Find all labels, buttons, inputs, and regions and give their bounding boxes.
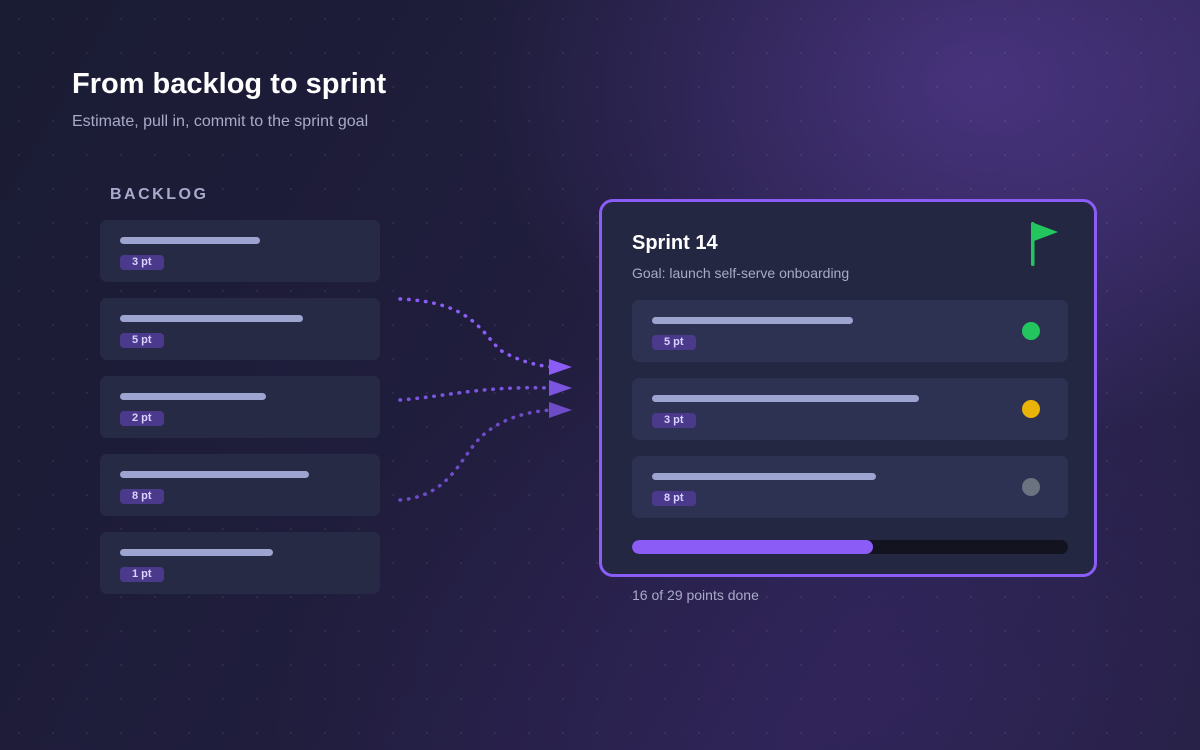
backlog-heading: BACKLOG xyxy=(110,186,209,203)
arrowhead-icon xyxy=(549,380,572,396)
backlog-card[interactable]: 3 pt xyxy=(100,220,380,282)
arrowhead-icon xyxy=(549,402,572,418)
sprint-progress-bar xyxy=(632,540,1068,554)
page-title: From backlog to sprint xyxy=(72,68,387,100)
flow-arrow-path xyxy=(398,297,554,369)
backlog-card[interactable]: 2 pt xyxy=(100,376,380,438)
sprint-title: Sprint 14 xyxy=(632,232,718,254)
sprint-card-title-bar xyxy=(652,317,853,324)
sprint-card-title-bar xyxy=(652,395,920,402)
sprint-card[interactable]: 8 pt xyxy=(632,456,1068,518)
flow-arrow-path xyxy=(398,408,554,502)
status-dot xyxy=(1022,322,1040,340)
backlog-card[interactable]: 1 pt xyxy=(100,532,380,594)
story-points-badge: 3 pt xyxy=(652,413,696,428)
backlog-card[interactable]: 8 pt xyxy=(100,454,380,516)
backlog-card-title-bar xyxy=(120,393,266,400)
flag-icon xyxy=(1031,222,1058,266)
backlog-card-title-bar xyxy=(120,549,273,556)
sprint-card-title-bar xyxy=(652,473,877,480)
sprint-panel: Sprint 14 Goal: launch self-serve onboar… xyxy=(599,199,1097,577)
sprint-progress-label: 16 of 29 points done xyxy=(632,587,759,603)
story-points-badge: 5 pt xyxy=(120,333,164,348)
page-subtitle: Estimate, pull in, commit to the sprint … xyxy=(72,113,369,130)
sprint-goal: Goal: launch self-serve onboarding xyxy=(632,265,850,281)
sprint-progress-fill xyxy=(632,540,873,554)
status-dot xyxy=(1022,400,1040,418)
sprint-list: 5 pt 3 pt 8 pt xyxy=(632,300,1068,534)
status-dot xyxy=(1022,478,1040,496)
story-points-badge: 3 pt xyxy=(120,255,164,270)
story-points-badge: 1 pt xyxy=(120,567,164,582)
sprint-card[interactable]: 3 pt xyxy=(632,378,1068,440)
backlog-card-title-bar xyxy=(120,471,309,478)
arrowhead-icon xyxy=(549,359,572,375)
flow-arrow-path xyxy=(398,385,554,402)
sprint-card[interactable]: 5 pt xyxy=(632,300,1068,362)
story-points-badge: 8 pt xyxy=(120,489,164,504)
story-points-badge: 8 pt xyxy=(652,491,696,506)
story-points-badge: 5 pt xyxy=(652,335,696,350)
backlog-card[interactable]: 5 pt xyxy=(100,298,380,360)
backlog-card-title-bar xyxy=(120,315,304,322)
story-points-badge: 2 pt xyxy=(120,411,164,426)
backlog-list: 3 pt 5 pt 2 pt 8 pt 1 pt xyxy=(100,220,380,610)
backlog-card-title-bar xyxy=(120,237,260,244)
